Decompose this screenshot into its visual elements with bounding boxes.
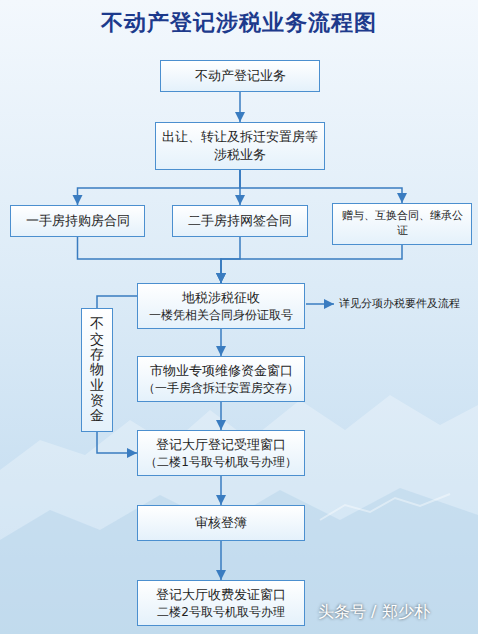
flow-connector [239, 92, 241, 122]
box-text: 一楼凭相关合同身份证取号 [149, 307, 293, 323]
note-label: 详见分项办税要件及流程 [339, 296, 460, 311]
flow-connector [97, 296, 137, 308]
wall-line [320, 494, 450, 520]
box-text: 一手房持购房合同 [26, 212, 130, 230]
process-box: 登记大厅登记受理窗口（二楼1号取号机取号办理） [137, 430, 305, 476]
box-text: （一手房含拆迁安置房交存） [143, 380, 299, 396]
process-box: 审核登簿 [137, 505, 305, 541]
box-text: （二楼1号取号机取号办理） [145, 454, 297, 470]
flow-connector [220, 476, 222, 505]
box-text: 地税涉税征收 [182, 289, 260, 307]
diagram-title: 不动产登记涉税业务流程图 [0, 8, 478, 38]
mountain-range [0, 395, 478, 634]
box-text: 登记大厅收费发证窗口 [156, 586, 286, 604]
process-box: 不动产登记业务 [160, 60, 320, 92]
box-text: 二楼2号取号机取号办理 [157, 604, 285, 620]
flow-connector [221, 237, 240, 283]
box-text: 出让、转让及拆迁安置房等涉税业务 [160, 128, 320, 163]
box-text: 二手房持网签合同 [188, 212, 292, 230]
process-box: 二手房持网签合同 [172, 205, 308, 237]
box-text: 审核登簿 [195, 514, 247, 532]
note-box: 不交存物业资金 [81, 308, 113, 432]
process-box: 登记大厅收费发证窗口二楼2号取号机取号办理 [137, 580, 305, 626]
process-box: 一手房持购房合同 [10, 205, 145, 237]
mountain-range [0, 488, 478, 634]
process-box: 出让、转让及拆迁安置房等涉税业务 [155, 122, 325, 170]
box-text: 市物业专项维修资金窗口 [150, 362, 293, 380]
flow-connector [97, 432, 137, 453]
process-box: 地税涉税征收一楼凭相关合同身份证取号 [137, 283, 305, 329]
flow-connector [78, 170, 241, 205]
flow-connector [220, 541, 222, 580]
flow-connector [240, 170, 402, 203]
box-text: 登记大厅登记受理窗口 [156, 436, 286, 454]
box-text: 赠与、互换合同、继承公证 [337, 209, 467, 239]
process-box: 市物业专项维修资金窗口（一手房含拆迁安置房交存） [137, 356, 305, 402]
watermark: 头条号 / 郑少朴 [318, 602, 430, 623]
process-box: 赠与、互换合同、继承公证 [332, 203, 472, 245]
box-text: 不动产登记业务 [195, 67, 286, 85]
box-text: 不交存物业资金 [90, 316, 104, 424]
flow-connector [220, 329, 222, 356]
leader-arrow [306, 303, 334, 305]
flow-connector [221, 245, 402, 283]
flow-connector [78, 237, 222, 283]
flow-connector [220, 402, 222, 430]
